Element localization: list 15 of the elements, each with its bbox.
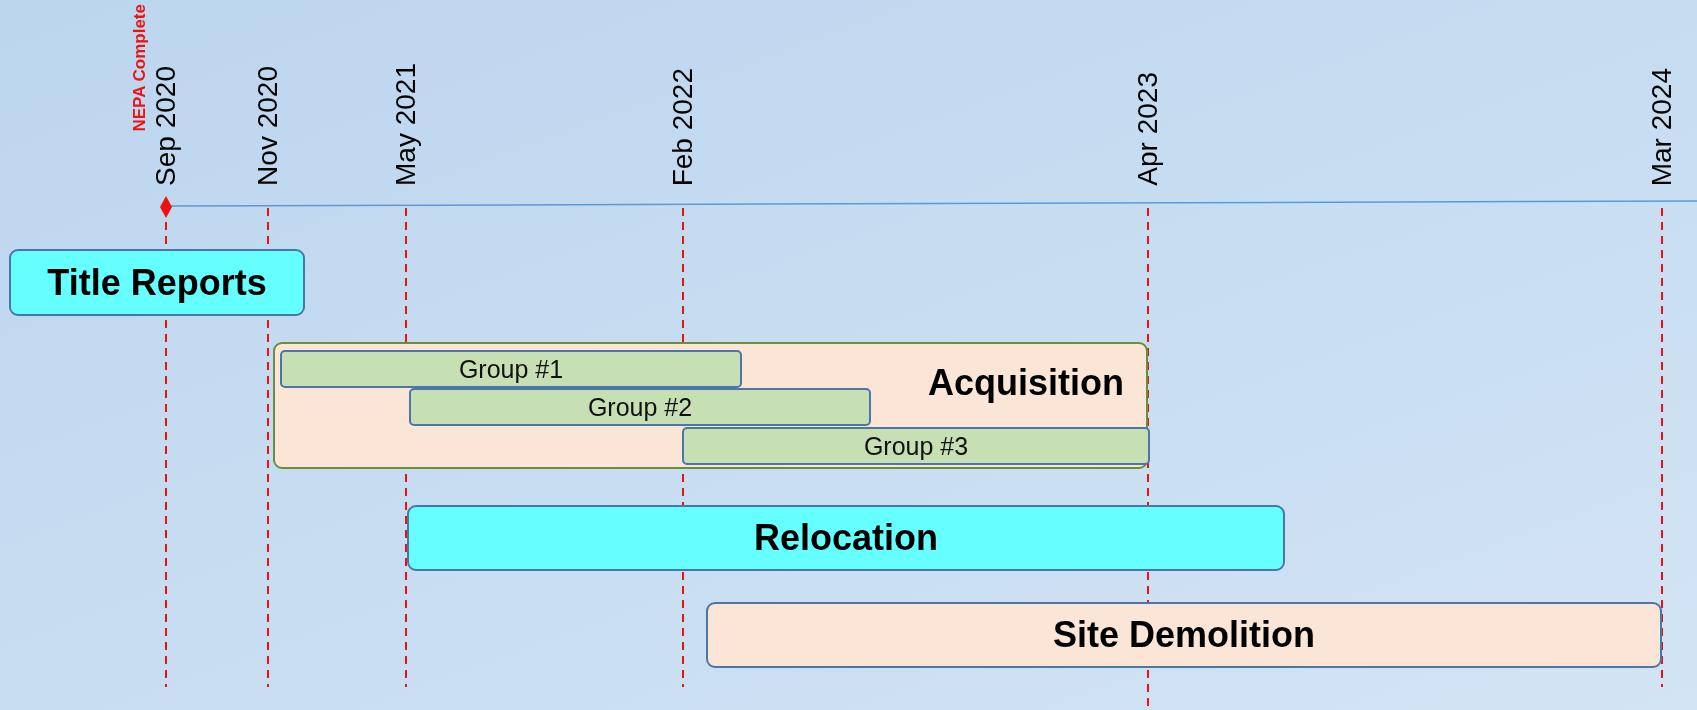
phase-panel — [273, 342, 1148, 469]
date-label: May 2021 — [390, 63, 422, 186]
task-bar: Group #1 — [280, 350, 742, 388]
date-label: Mar 2024 — [1646, 67, 1678, 186]
date-label: Feb 2022 — [667, 67, 699, 186]
date-label: Apr 2023 — [1132, 72, 1164, 186]
phase-title: Acquisition — [928, 362, 1124, 404]
task-bar: Site Demolition — [706, 602, 1662, 668]
date-label: Sep 2020 — [150, 66, 182, 186]
task-bar: Group #3 — [682, 427, 1150, 465]
task-bar: Title Reports — [9, 249, 305, 316]
milestone-label: NEPA Complete — [130, 4, 150, 132]
task-bar: Group #2 — [409, 388, 871, 426]
task-bar: Relocation — [407, 505, 1285, 571]
date-label: Nov 2020 — [252, 66, 284, 186]
